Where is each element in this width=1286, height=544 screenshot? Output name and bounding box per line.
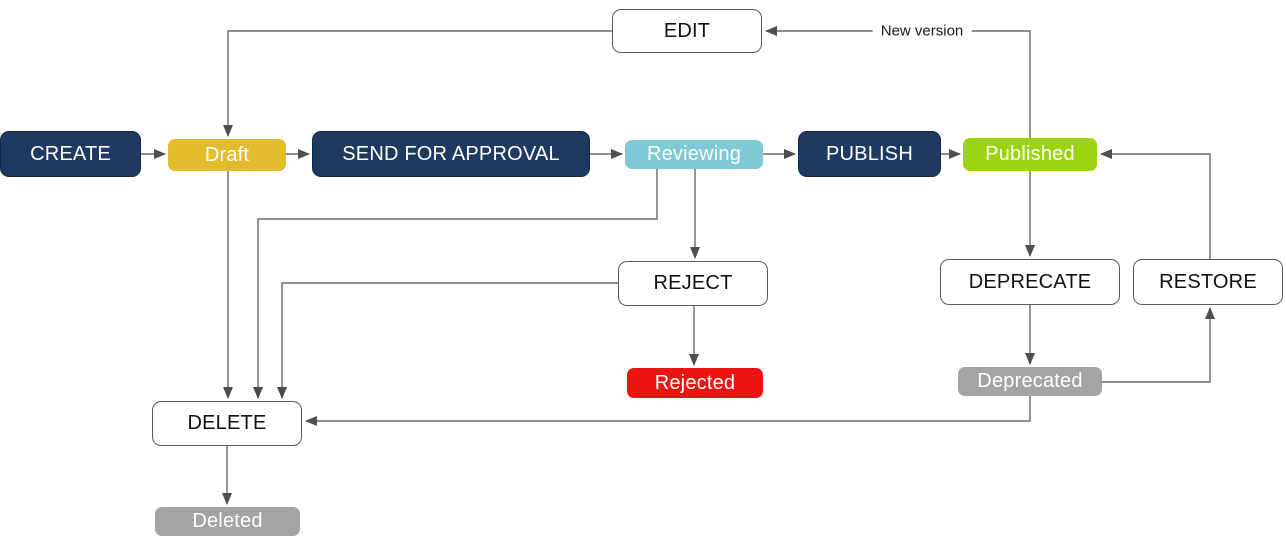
edge-reviewing-to-delete xyxy=(253,169,658,399)
edge-published-to-edit xyxy=(765,26,1031,138)
edge-deprecated-to-restore xyxy=(1102,307,1215,383)
node-rejected[interactable]: Rejected xyxy=(627,368,763,398)
node-publish[interactable]: PUBLISH xyxy=(798,131,941,177)
node-reject[interactable]: REJECT xyxy=(618,261,768,306)
edge-reject-to-delete xyxy=(277,282,618,399)
node-edit[interactable]: EDIT xyxy=(612,9,762,53)
node-deleted[interactable]: Deleted xyxy=(155,507,300,536)
node-send-for-approval[interactable]: SEND FOR APPROVAL xyxy=(312,131,590,177)
edge-edit-to-draft xyxy=(223,30,612,137)
edge-label-new-version: New version xyxy=(872,21,972,41)
node-reviewing[interactable]: Reviewing xyxy=(625,140,763,169)
node-deprecated[interactable]: Deprecated xyxy=(958,367,1102,396)
node-delete[interactable]: DELETE xyxy=(152,401,302,446)
node-create[interactable]: CREATE xyxy=(0,131,141,177)
edge-deprecated-to-delete xyxy=(305,396,1031,426)
edge-restore-to-published xyxy=(1100,149,1211,259)
node-draft[interactable]: Draft xyxy=(168,139,286,171)
node-restore[interactable]: RESTORE xyxy=(1133,259,1283,305)
node-deprecate[interactable]: DEPRECATE xyxy=(940,259,1120,305)
node-published[interactable]: Published xyxy=(963,138,1097,171)
